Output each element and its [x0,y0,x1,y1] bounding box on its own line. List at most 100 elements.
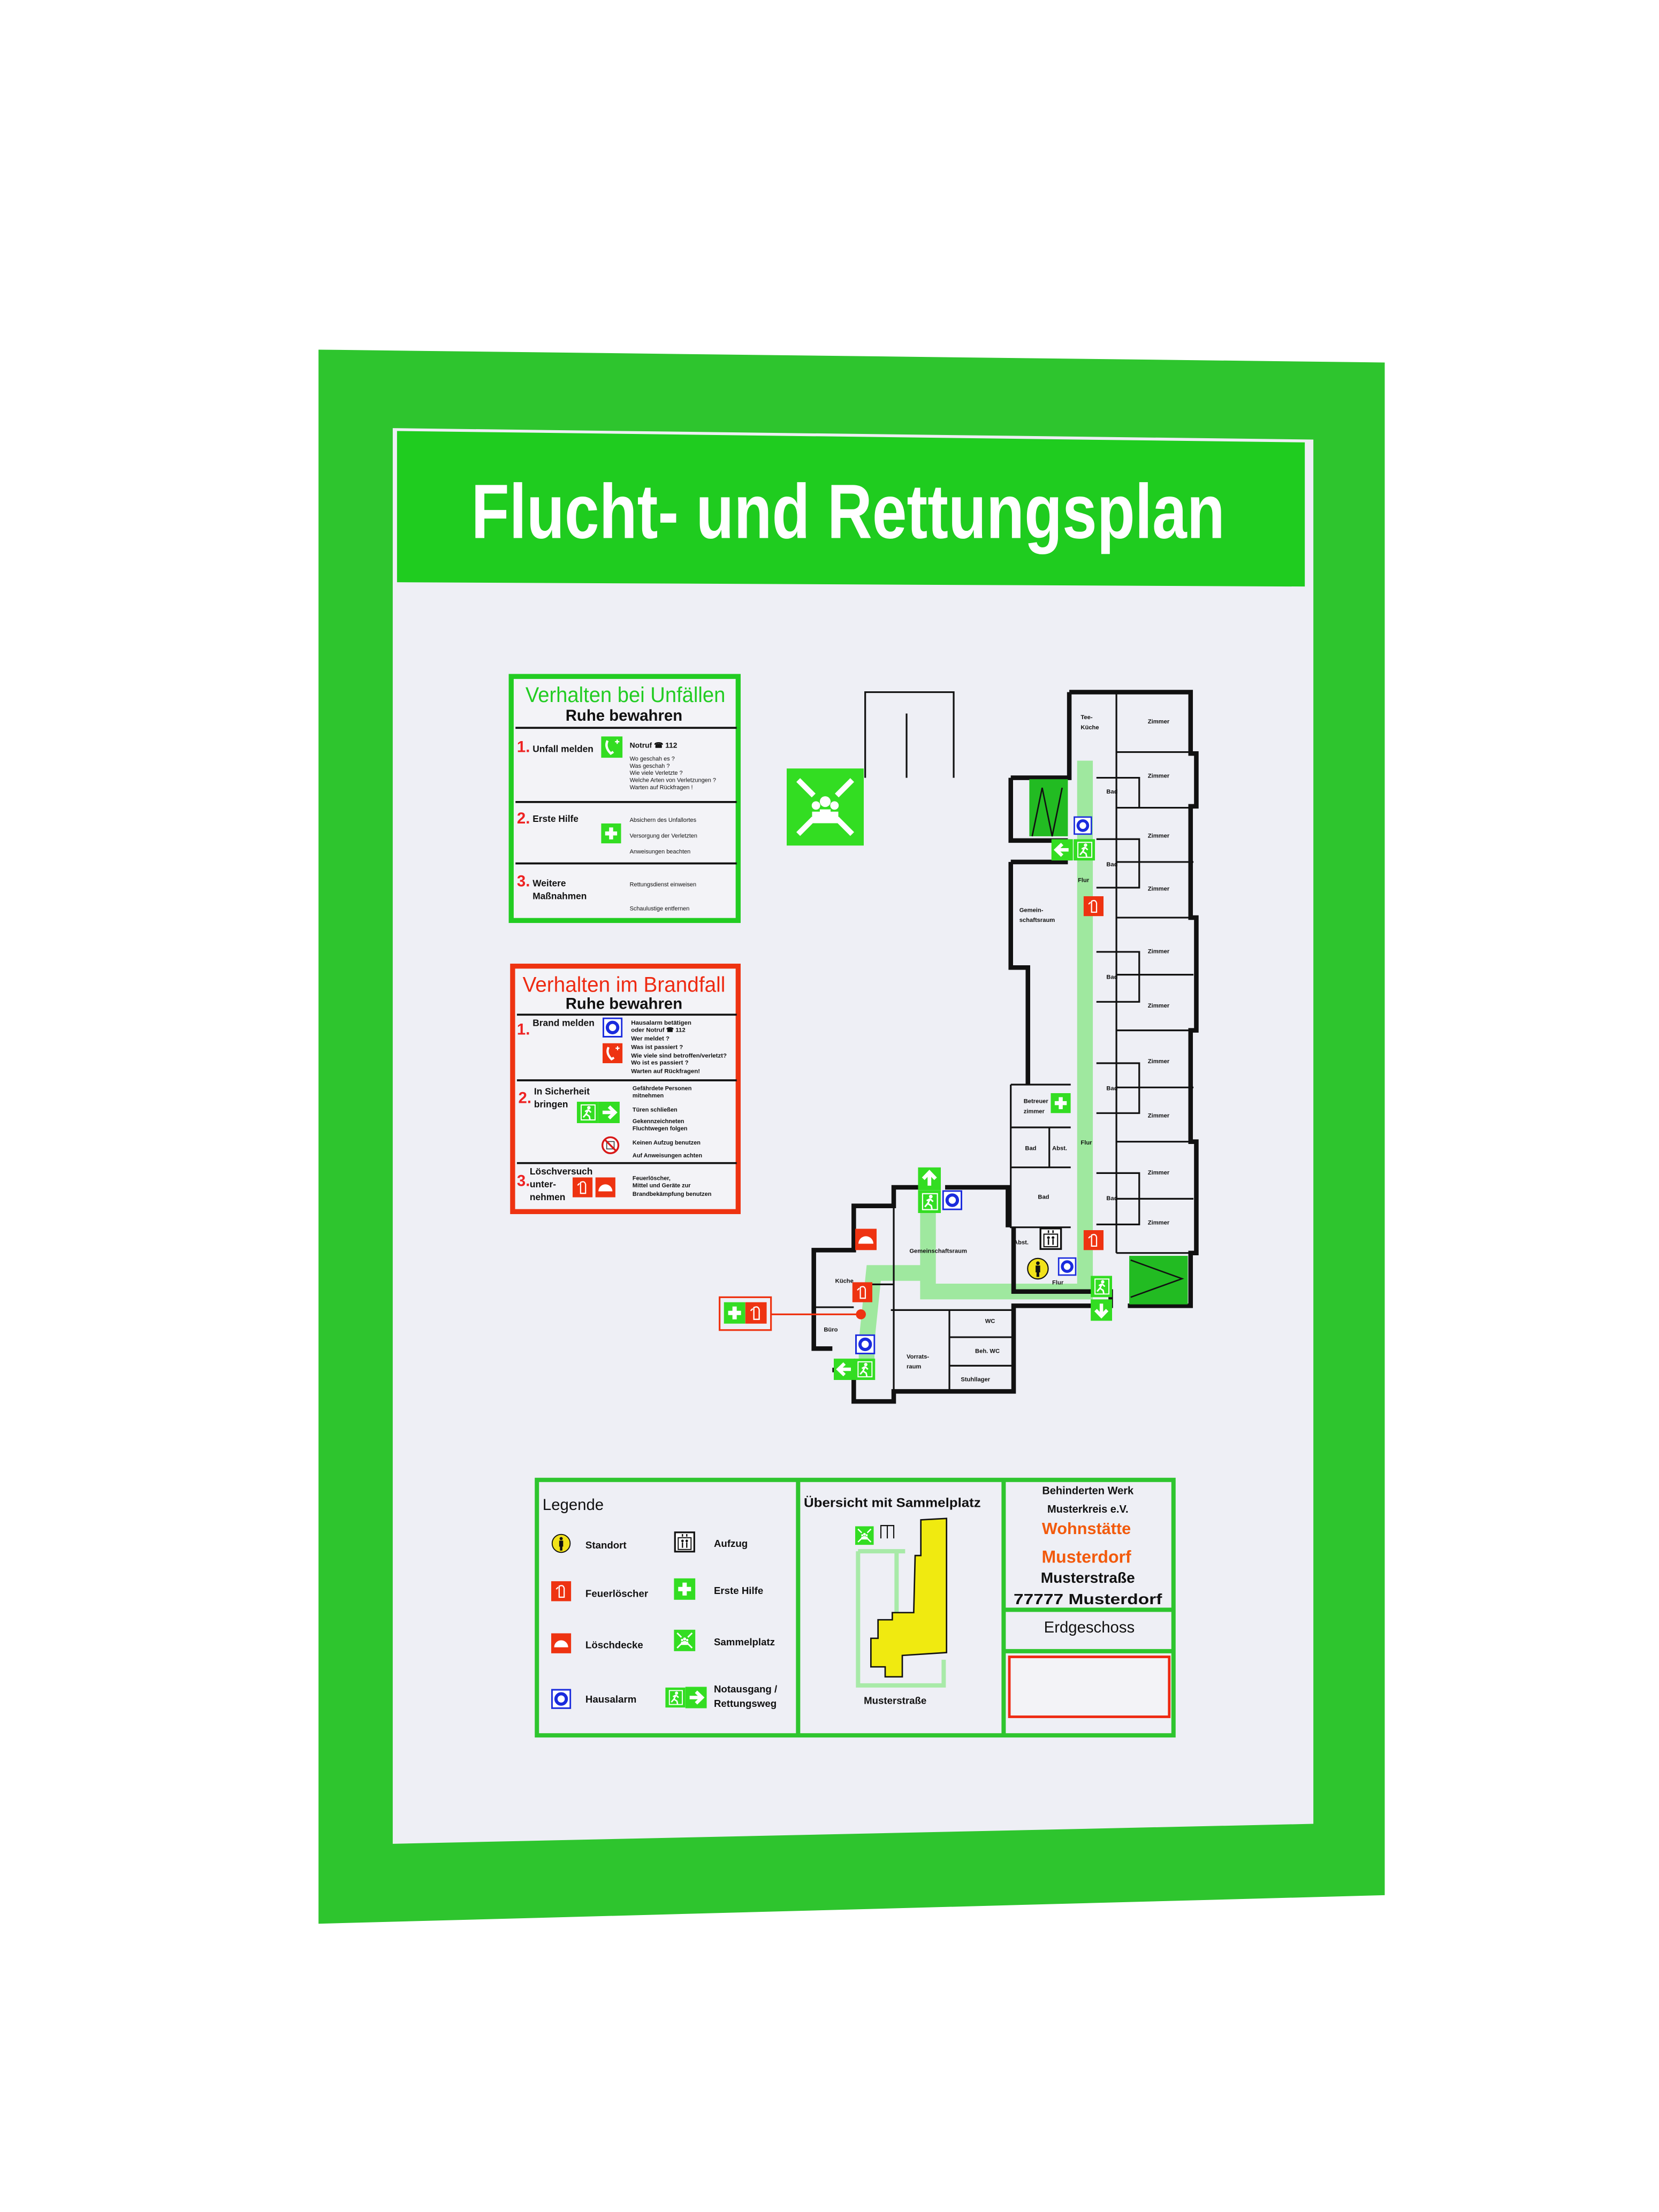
first-aid-icon [601,823,621,844]
step-line: Auf Anweisungen achten [633,1153,702,1159]
room-label: Flur [1052,1279,1064,1286]
arrow-up-icon [918,1168,941,1191]
step-number: 3. [517,1172,530,1189]
legend-title: Legende [543,1496,604,1514]
you-are-here-icon [552,1535,570,1553]
overview-street: Musterstraße [864,1695,926,1706]
you-are-here-icon [1028,1258,1048,1279]
step-label: Weitere [532,878,566,888]
fire-alarm-icon [943,1191,961,1209]
room-label: Zimmer [1148,1003,1170,1009]
room-label: Gemeinschaftsraum [909,1248,967,1255]
assembly-point-icon [674,1630,695,1651]
fire-extinguisher-icon [1083,896,1104,917]
room-label: Zimmer [1148,1058,1170,1065]
first-aid-icon [674,1578,696,1600]
fire-title: Verhalten im Brandfall [523,973,726,997]
room-label: Betreuer [1024,1099,1049,1105]
emergency-exit-icon [1074,839,1095,860]
legend-item-label: Sammelplatz [714,1636,775,1647]
room-label: Bad [1025,1146,1036,1152]
step-line: Brandbekämpfung benutzen [633,1191,711,1197]
room-label: Vorrats- [907,1354,929,1360]
room-label: Bad [1106,1086,1117,1092]
room-label: raum [907,1364,921,1370]
step-line: Was geschah ? [630,763,670,769]
step-line: Türen schließen [633,1107,678,1113]
room-label: Zimmer [1148,886,1170,892]
step-label: bringen [534,1099,568,1110]
step-line: Wie viele Verletzte ? [630,770,683,776]
step-line: Feuerlöscher, [633,1176,671,1182]
emergency-exit-icon [854,1359,875,1380]
fire-blanket-icon [855,1229,877,1250]
arrow-down-icon [1091,1299,1112,1321]
step-label: In Sicherheit [534,1086,590,1097]
step-line: Mittel und Geräte zur [633,1183,691,1189]
legend-item-label: Rettungsweg [714,1698,777,1709]
accident-instructions-panel: Verhalten bei Unfällen Ruhe bewahren 1. … [508,674,741,923]
fire-instructions-panel: Verhalten im Brandfall Ruhe bewahren 1. … [510,963,741,1215]
step-line: Hausalarm betätigen [631,1020,691,1026]
step-line: Warten auf Rückfragen ! [630,784,693,791]
room-label: Gemein- [1019,907,1044,913]
step-line: Warten auf Rückfragen! [631,1069,700,1075]
accident-title: Verhalten bei Unfällen [526,683,725,707]
arrow-left-icon [1052,839,1073,860]
facility-name: Wohnstätte [1042,1520,1131,1538]
facility-street: Musterstraße [1041,1569,1135,1586]
step-label: nehmen [530,1192,565,1202]
step-number: 2. [519,1089,531,1107]
step-line: Rettungsdienst einweisen [630,881,696,888]
room-label: Flur [1078,877,1090,883]
fire-phone-icon [603,1043,622,1063]
step-number: 1. [517,1021,530,1039]
accident-subtitle: Ruhe bewahren [566,707,682,724]
legend-item-label: Löschdecke [585,1639,643,1650]
floor-name: Erdgeschoss [1044,1619,1135,1636]
legend-item-label: Erste Hilfe [714,1585,763,1596]
room-label: Zimmer [1148,1170,1170,1176]
room-label: Abst. [1052,1146,1067,1152]
floor-plan: Tee- Küche Zimmer Zimmer Zimmer Zimmer Z… [719,690,1199,1404]
arrow-right-icon [686,1687,707,1708]
room-label: Bad [1106,861,1117,868]
step-line: Was ist passiert ? [631,1044,683,1050]
step-line: Fluchtwegen folgen [633,1125,688,1132]
emergency-exit-icon [577,1102,598,1123]
step-label: Löschversuch [530,1166,592,1177]
org-line-2: Musterkreis e.V. [1047,1504,1129,1515]
fire-extinguisher-icon [1083,1230,1104,1250]
room-label: Zimmer [1148,833,1170,840]
legend-item-label: Notausgang / [714,1683,777,1695]
step-line: Wie viele sind betroffen/verletzt? [631,1052,727,1059]
fire-alarm-icon [856,1335,874,1353]
room-label: Stuhllager [961,1377,990,1383]
legend-item-label: Hausalarm [585,1694,636,1705]
step-number: 3. [517,872,530,890]
assembly-point-icon [855,1526,874,1545]
fire-subtitle: Ruhe bewahren [566,995,682,1013]
room-label: zimmer [1024,1108,1045,1115]
room-label: schaftsraum [1019,917,1055,924]
room-label: Bad [1106,1195,1117,1202]
step-line: Wo ist es passiert ? [631,1060,688,1066]
facility-town: Musterdorf [1042,1547,1131,1566]
step-line: Welche Arten von Verletzungen ? [630,777,716,784]
step-number: 2. [517,810,530,827]
room-label: Tee- [1080,714,1092,721]
emergency-exit-icon [665,1688,685,1707]
step-line: Gefährdete Personen [633,1086,691,1092]
room-label: Bad [1038,1194,1049,1200]
step-line: Schaulustige entfernen [630,906,690,912]
room-label: Küche [835,1278,854,1285]
fire-blanket-icon [595,1177,615,1197]
first-aid-icon [724,1302,745,1324]
legend-item-label: Aufzug [714,1538,748,1549]
escape-route [858,760,1093,1368]
step-line: Versorgung der Verletzten [630,833,697,840]
room-label: Beh. WC [975,1348,1000,1354]
step-label: Unfall melden [532,744,593,754]
elevator-icon [1040,1229,1061,1249]
